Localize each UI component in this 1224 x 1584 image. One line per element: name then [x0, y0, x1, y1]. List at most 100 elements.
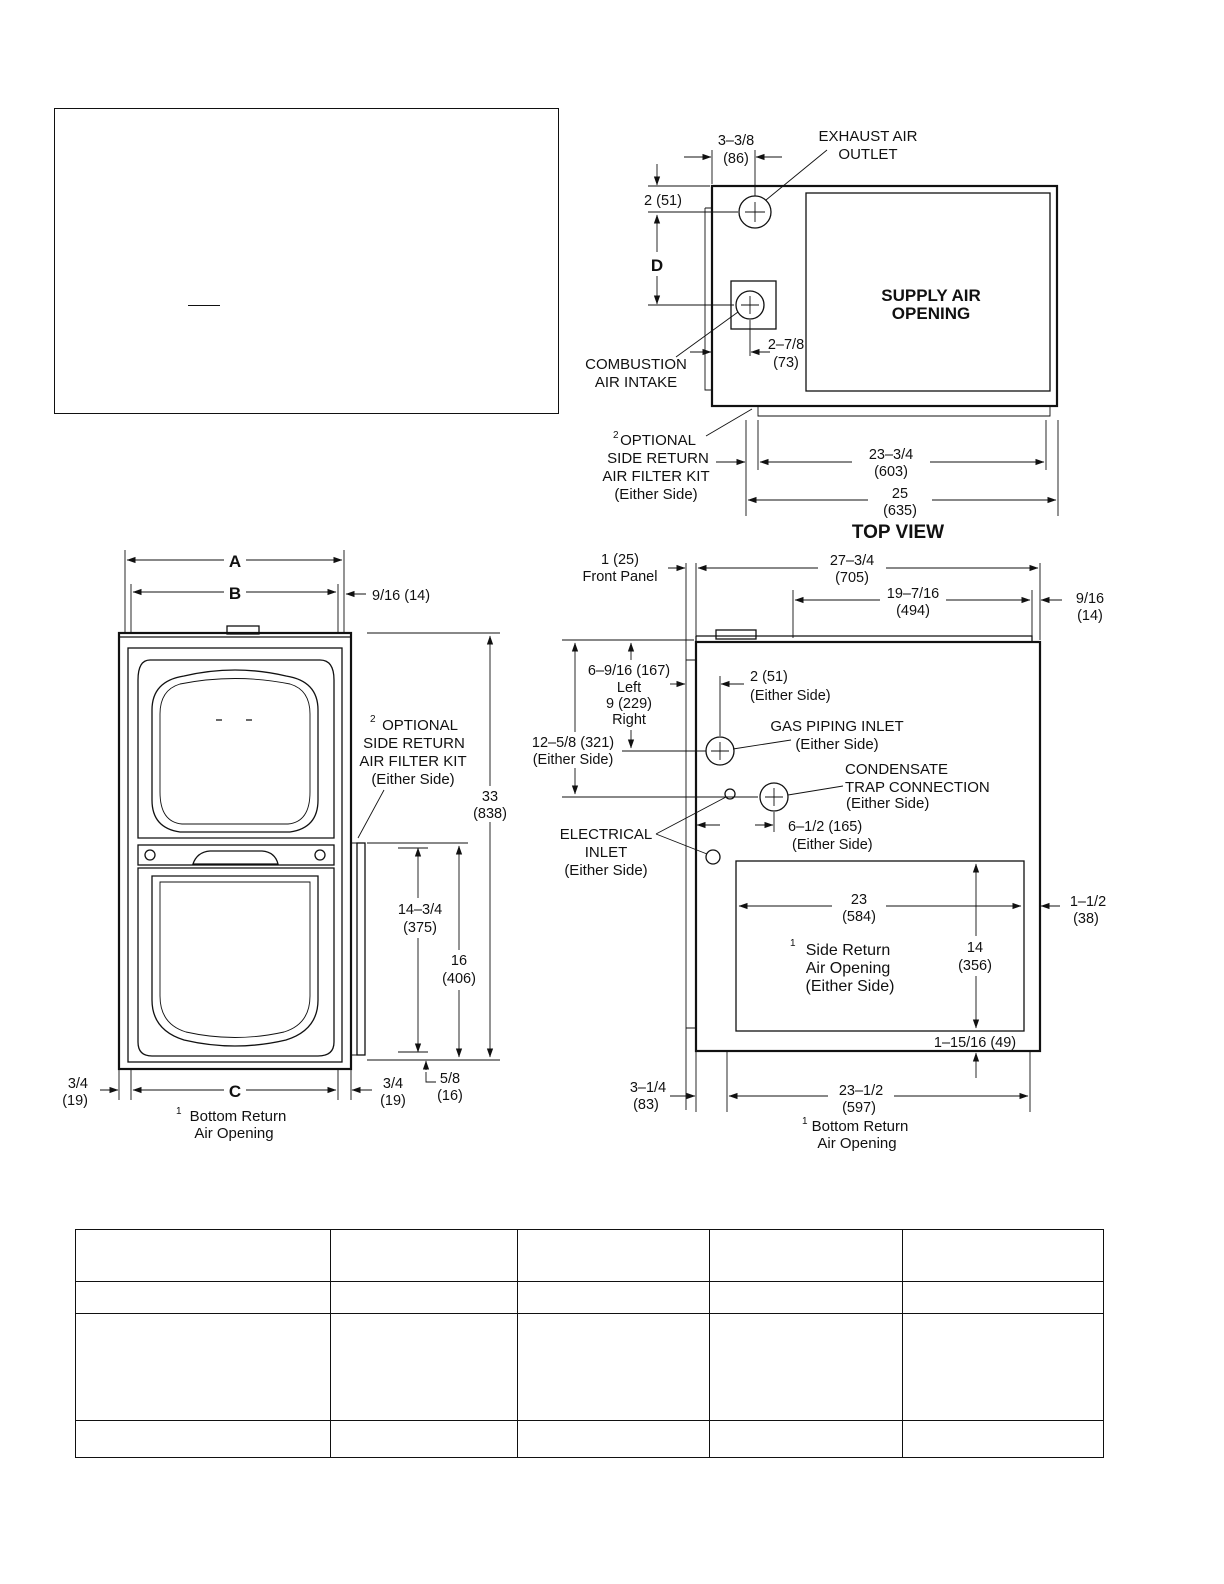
exhaust-leader	[765, 149, 828, 201]
upper-door-inner	[151, 669, 319, 833]
side-view-vent-cap	[715, 629, 757, 640]
blank-info-box	[54, 108, 559, 414]
front-bottom-return-line1: Bottom Return	[190, 1108, 287, 1125]
opening-width-line2: (584)	[842, 909, 876, 925]
dim-5-8-line2: (16)	[437, 1088, 463, 1104]
combustion-label-line2: AIR INTAKE	[595, 374, 677, 391]
front-view-ext-lines	[124, 550, 345, 632]
info-box-rule	[188, 305, 220, 306]
front-height-line2: (838)	[473, 806, 507, 822]
table-cell	[709, 1281, 903, 1314]
condensate-side-line2: (Either Side)	[792, 837, 873, 853]
front-panel-dim-line2: Front Panel	[583, 569, 658, 585]
front-filter-kit-line1: OPTIONAL	[382, 717, 458, 734]
side-bottom-return-footnote: 1	[802, 1116, 808, 1127]
door-latch-screw-left	[144, 849, 156, 861]
bottom-offset-label: 1–15/16 (49)	[934, 1035, 1016, 1051]
gas-side-line2: (Either Side)	[750, 688, 831, 704]
side-depth-line1: 27–3/4	[830, 553, 874, 569]
table-cell	[330, 1281, 518, 1314]
supply-air-label-line2: OPENING	[892, 304, 970, 323]
exhaust-label-line2: OUTLET	[838, 146, 897, 163]
exhaust-offset-dim-line1: 3–3/8	[718, 133, 754, 149]
gas-vertical-line3: 9 (229)	[606, 696, 652, 712]
table-cell	[330, 1229, 518, 1282]
dim-5-8-leader	[425, 1072, 436, 1083]
gas-inlet-crosshair	[711, 742, 729, 760]
table-cell	[517, 1281, 710, 1314]
top-inner-width-line1: 23–3/4	[869, 447, 913, 463]
front-bottom-return-line2: Air Opening	[194, 1125, 273, 1142]
furnace-top-cap	[226, 625, 260, 635]
dim-a-label: A	[229, 552, 241, 571]
door-handle	[192, 850, 279, 865]
filter-inner-height-line2: (375)	[403, 920, 437, 936]
electrical-inlet-small-circle	[724, 788, 736, 800]
front-filter-kit-footnote: 2	[370, 714, 376, 725]
table-cell	[75, 1229, 331, 1282]
table-cell	[330, 1313, 518, 1421]
dim-b-label: B	[229, 584, 241, 603]
top-filter-kit-leader	[705, 408, 753, 437]
electrical-leaders	[655, 796, 727, 855]
left-bottom-dim-line2: (19)	[62, 1093, 88, 1109]
side-bottom-return-line2: Air Opening	[817, 1135, 896, 1152]
side-view-top-edge	[695, 635, 1033, 642]
bottom-width-line2: (597)	[842, 1100, 876, 1116]
combustion-intake-crosshair	[741, 296, 759, 314]
table-cell	[902, 1281, 1104, 1314]
opening-height-line2: (356)	[958, 958, 992, 974]
side-return-footnote: 1	[790, 938, 796, 949]
opening-width-line1: 23	[851, 892, 867, 908]
furnace-inner-frame	[127, 647, 343, 1063]
top-filter-kit-line1: OPTIONAL	[620, 432, 696, 449]
door-latch-bar	[137, 844, 335, 866]
dimension-table	[75, 1229, 1104, 1458]
condensate-leader	[787, 785, 844, 796]
top-filter-kit-footnote: 2	[613, 430, 619, 441]
side-bottom-ext-lines	[695, 1052, 1031, 1112]
top-filter-kit-line2: SIDE RETURN	[607, 450, 709, 467]
bottom-width-line1: 23–1/2	[839, 1083, 883, 1099]
lower-door-inner	[151, 875, 319, 1047]
front-filter-kit-line4: (Either Side)	[371, 771, 454, 788]
electrical-label-line2: INLET	[585, 844, 628, 861]
side-return-opening	[735, 860, 1025, 1032]
top-offset-dim: 2 (51)	[644, 193, 682, 209]
top-offset-ext-lines	[648, 185, 738, 213]
bottom-width-mask	[828, 1080, 894, 1116]
front-view: A B 9/16 (14) 2 OPTIONAL SIDE RETURN AIR…	[62, 549, 507, 1142]
side-top-inner-line2: (494)	[896, 603, 930, 619]
upper-door-panel	[159, 678, 311, 825]
top-outer-width-mask	[868, 484, 932, 518]
front-bottom-ext-lines	[118, 1070, 352, 1100]
top-view-bottom-lip	[757, 406, 1051, 417]
top-view-title: TOP VIEW	[852, 522, 944, 543]
gas-side-line1: 2 (51)	[750, 669, 788, 685]
top-filter-kit-line4: (Either Side)	[614, 486, 697, 503]
top-outer-width-line1: 25	[892, 486, 908, 502]
exhaust-offset-ext-lines	[711, 150, 756, 196]
gas-piping-label-line2: (Either Side)	[795, 736, 878, 753]
combustion-leader	[675, 311, 739, 358]
door-latch-screw-right	[314, 849, 326, 861]
condensate-connection-crosshair	[765, 788, 783, 806]
condensate-label-line2: TRAP CONNECTION	[845, 779, 990, 796]
side-top-inner-mask	[880, 584, 946, 620]
dim-c-mask	[224, 1079, 246, 1101]
top-view: SUPPLY AIR OPENING EXHAUST AIR OUTLET 3–…	[585, 128, 1059, 543]
right-offset-line2: (38)	[1073, 911, 1099, 927]
d-dim-mask	[647, 252, 667, 276]
electrical-inlet-circle	[705, 849, 721, 865]
table-cell	[75, 1313, 331, 1421]
lower-door-panel	[159, 881, 311, 1038]
front-bottom-return-footnote: 1	[176, 1106, 182, 1117]
supply-air-label-line1: SUPPLY AIR	[881, 286, 981, 305]
top-outer-width-line2: (635)	[883, 503, 917, 519]
top-width-ext-lines	[745, 420, 1059, 516]
condensate-vertical-line2: (Either Side)	[533, 752, 614, 768]
upper-door-outer	[137, 659, 335, 839]
table-cell	[709, 1229, 903, 1282]
intake-offset-dim-line2: (73)	[773, 355, 799, 371]
intake-offset-dim-line1: 2–7/8	[768, 337, 804, 353]
